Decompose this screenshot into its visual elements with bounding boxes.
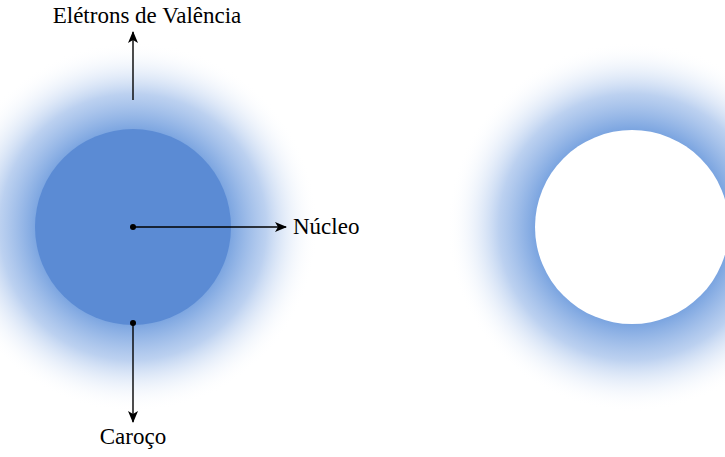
leader-arrow xyxy=(133,226,286,227)
leader-arrow xyxy=(132,323,133,422)
empty-core xyxy=(535,130,725,324)
part-label: Elétrons de Valência xyxy=(53,3,242,28)
valence-cloud xyxy=(447,42,725,412)
part-label: Núcleo xyxy=(293,214,359,239)
leader-arrow xyxy=(132,32,133,100)
valence-cloud xyxy=(0,42,318,412)
part-label: Caroço xyxy=(100,424,166,449)
